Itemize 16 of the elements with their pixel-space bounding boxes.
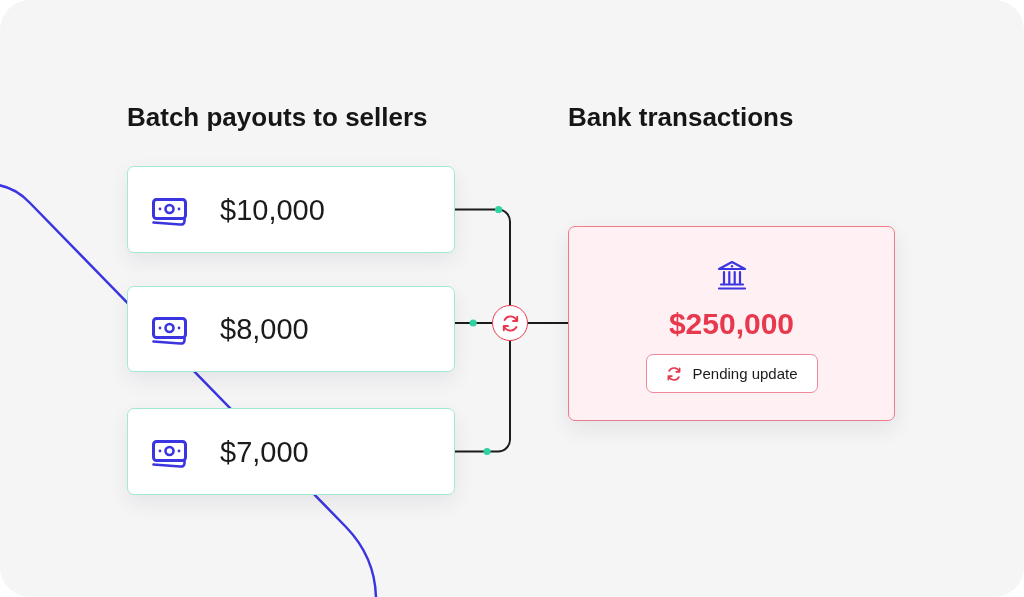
payout-card: [127, 286, 455, 372]
connector-line: [454, 322, 493, 324]
payout-card: [127, 408, 455, 495]
amount-text: $250,000: [668, 307, 795, 341]
section-heading: Batch payouts to sellers: [127, 102, 428, 132]
payout-card: [127, 166, 455, 253]
status-text: Pending update: [692, 365, 798, 382]
amount-text: $8,000: [220, 312, 309, 346]
bank-card: [568, 226, 895, 421]
connector-line: [527, 322, 569, 324]
amount-text: $10,000: [220, 192, 325, 227]
section-heading: Bank transactions: [568, 102, 794, 132]
connector-line: [454, 208, 511, 306]
amount-text: $7,000: [220, 434, 309, 469]
connector-line: [454, 340, 511, 453]
status-chip: [646, 354, 818, 393]
